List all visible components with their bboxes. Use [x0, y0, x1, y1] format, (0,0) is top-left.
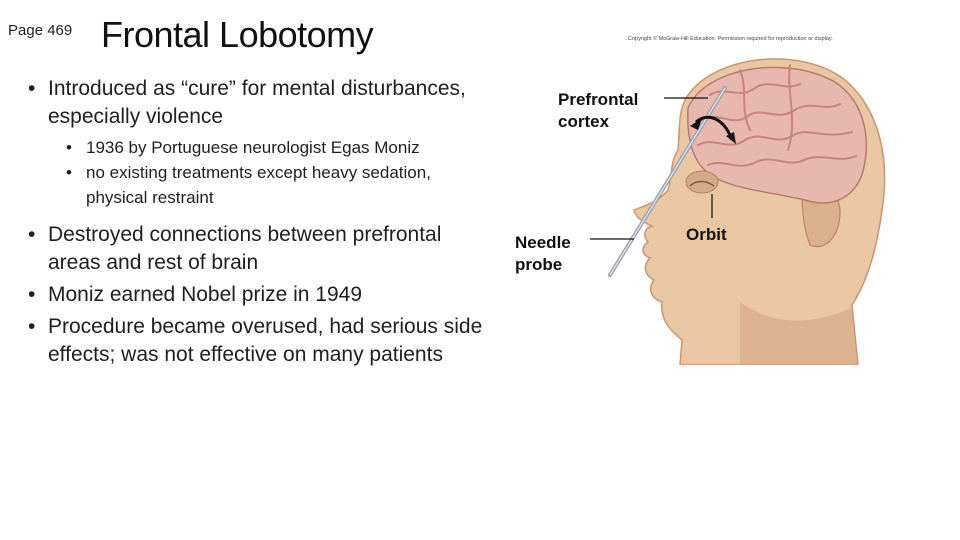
sub-bullet-item: 1936 by Portuguese neurologist Egas Moni… [66, 135, 486, 160]
bullet-item: Introduced as “cure” for mental disturba… [28, 75, 498, 131]
page-number-label: Page 469 [8, 22, 73, 39]
bullet-item: Moniz earned Nobel prize in 1949 [28, 281, 498, 309]
label-needle-probe: Needle probe [515, 232, 571, 276]
label-line: Needle [515, 233, 571, 252]
head-illustration [590, 58, 886, 365]
eyelid [689, 180, 715, 187]
bullet-list-bottom: Destroyed connections between prefrontal… [28, 221, 498, 373]
sub-bullet-item: no existing treatments except heavy seda… [66, 160, 486, 210]
bullet-list-top: Introduced as “cure” for mental disturba… [28, 75, 498, 131]
bullet-item: Destroyed connections between prefrontal… [28, 221, 498, 277]
label-line: Prefrontal [558, 90, 639, 109]
label-line: probe [515, 255, 563, 274]
label-prefrontal-cortex: Prefrontal cortex [558, 89, 638, 133]
sub-bullet-list: 1936 by Portuguese neurologist Egas Moni… [66, 135, 486, 210]
label-line: cortex [558, 112, 610, 131]
bullet-item: Procedure became overused, had serious s… [28, 313, 498, 369]
label-orbit: Orbit [686, 225, 727, 244]
neck-shadow [740, 302, 858, 365]
slide-title: Frontal Lobotomy [101, 14, 374, 55]
copyright-notice: Copyright © McGraw-Hill Education. Permi… [628, 36, 833, 42]
